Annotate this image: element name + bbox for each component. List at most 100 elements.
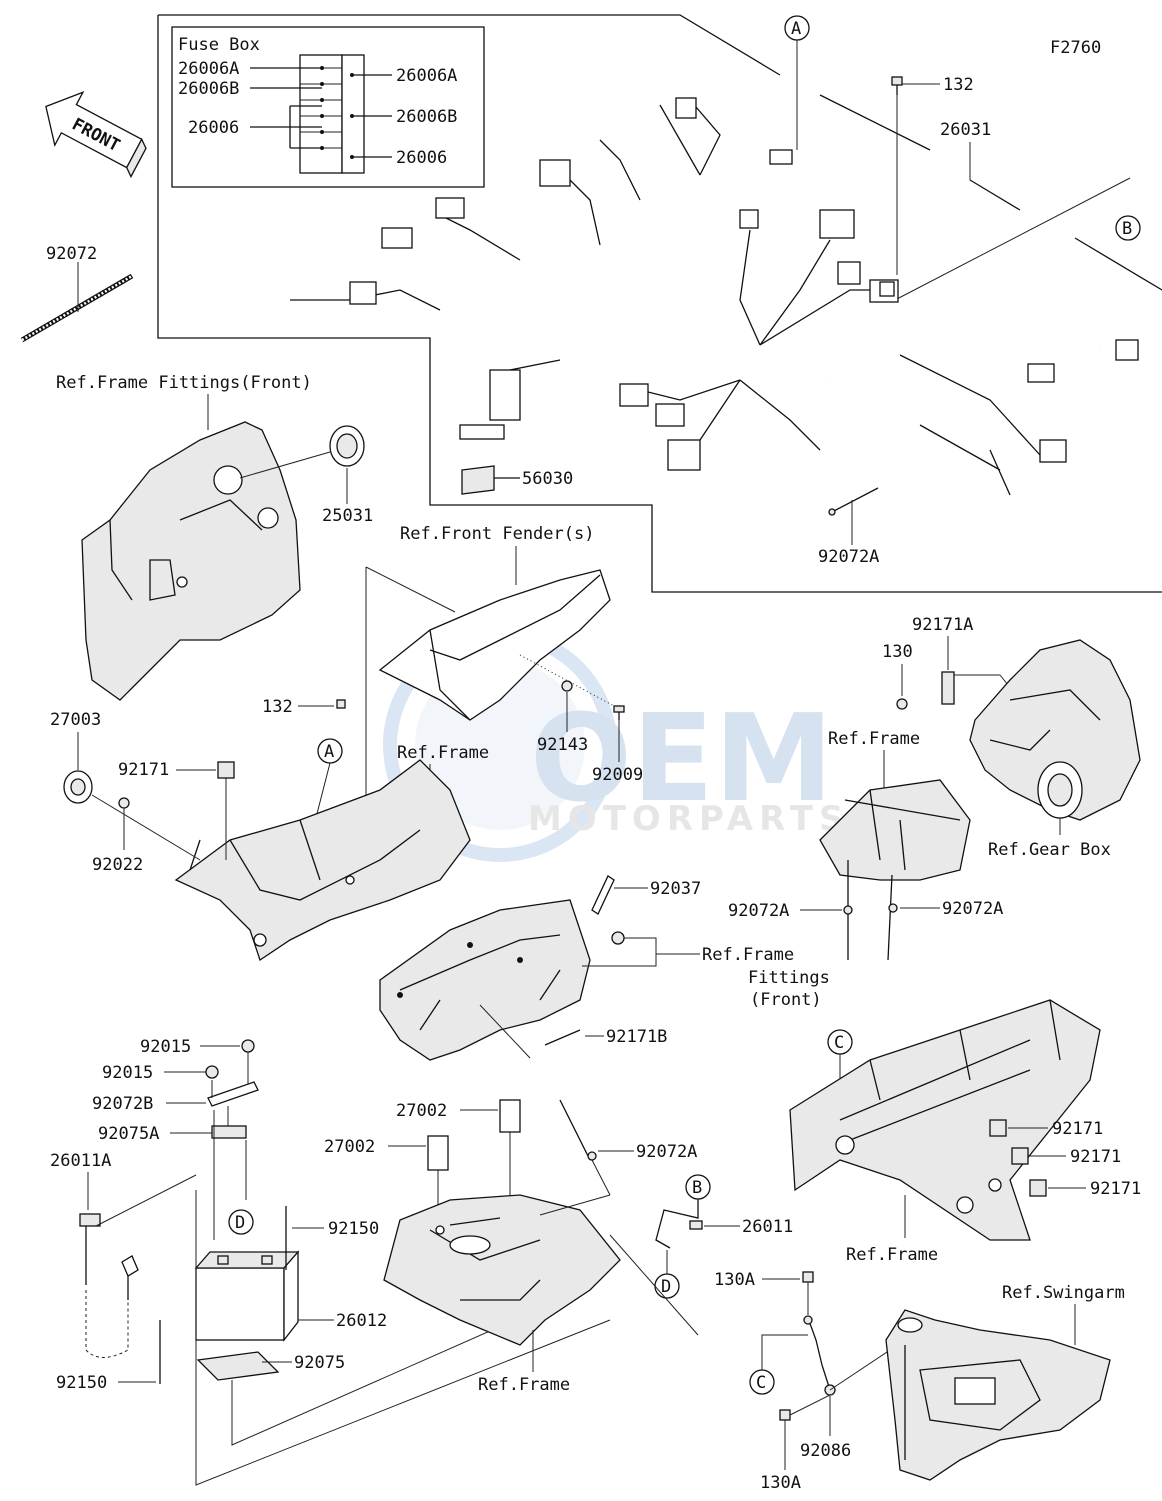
fuse-box-body	[299, 54, 343, 174]
callout-d-left-label: D	[235, 1213, 245, 1233]
label-ref-ff-front-2a: Ref.Frame	[702, 945, 794, 965]
label-92072A-bot: 92072A	[636, 1142, 697, 1162]
label-ref-frame-rear: Ref.Frame	[846, 1245, 938, 1265]
clip-92171A	[941, 671, 955, 705]
fuse-box-frame	[171, 26, 485, 188]
label-92072B: 92072B	[92, 1094, 153, 1114]
frame-fittings-front-lower	[379, 899, 591, 1061]
fuse-box-cover	[341, 54, 365, 174]
label-56030: 56030	[522, 469, 573, 489]
fuse-left-label-3: 26006	[188, 118, 239, 138]
label-92171-r3: 92171	[1090, 1179, 1141, 1199]
callout-b-top-label: B	[1122, 219, 1132, 239]
relay-27002-a	[499, 1099, 521, 1133]
strap-92072B	[207, 1081, 259, 1107]
nut-92015-b	[205, 1065, 219, 1079]
frame-right-bracket	[819, 779, 971, 881]
label-ref-ff-front-2c: (Front)	[750, 990, 822, 1010]
clip-92171-r1	[989, 1119, 1007, 1137]
cable-tie-92072A-top	[831, 487, 879, 513]
label-92150-b: 92150	[56, 1373, 107, 1393]
label-27002-a: 27002	[396, 1101, 447, 1121]
label-92143: 92143	[537, 735, 588, 755]
label-92075: 92075	[294, 1353, 345, 1373]
bolt-132-mid	[336, 699, 346, 709]
ground-lead-92086	[807, 1317, 831, 1391]
figure-code: F2760	[1050, 38, 1101, 58]
callout-a-top-label: A	[791, 19, 801, 39]
harness-group-outline	[157, 14, 1162, 593]
label-ref-front-fenders: Ref.Front Fender(s)	[400, 524, 594, 544]
label-92171-r1: 92171	[1052, 1119, 1103, 1139]
pad-92075A	[211, 1125, 247, 1139]
frame-lower-bracket	[383, 1194, 621, 1346]
label-132-mid: 132	[262, 697, 293, 717]
label-92075A: 92075A	[98, 1124, 159, 1144]
harness-b-line	[894, 177, 1131, 301]
label-92015-b: 92015	[102, 1063, 153, 1083]
cable-tie-92171B	[544, 1029, 581, 1046]
fuse-right-label-1: 26006A	[396, 66, 457, 86]
label-26011A: 26011A	[50, 1151, 111, 1171]
fuse-left-label-2: 26006B	[178, 79, 239, 99]
callout-d-left	[228, 1209, 254, 1235]
callout-c-right-label: C	[834, 1033, 844, 1053]
label-92086: 92086	[800, 1441, 851, 1461]
fuse-box-inset: Fuse Box 26006A 26006B 26006 260	[171, 26, 485, 188]
label-92171B: 92171B	[606, 1027, 667, 1047]
label-25031: 25031	[322, 506, 373, 526]
label-92072A-r1: 92072A	[728, 901, 789, 921]
callout-d-right-label: D	[661, 1277, 671, 1297]
front-arrow-icon: FRONT	[45, 90, 147, 179]
bolt-130A-a	[802, 1271, 814, 1283]
label-92072: 92072	[46, 244, 97, 264]
fuse-left-label-1: 26006A	[178, 59, 239, 79]
nut-92015-a	[241, 1039, 255, 1053]
callout-b-bottom-label: B	[692, 1178, 702, 1198]
frame-fittings-front-panel	[81, 421, 301, 701]
label-ref-swingarm: Ref.Swingarm	[1002, 1283, 1125, 1303]
callout-b-top	[1115, 215, 1141, 241]
swingarm	[885, 1309, 1111, 1481]
label-26012: 26012	[336, 1311, 387, 1331]
frame-mid	[174, 759, 471, 962]
label-ref-frame-bottom: Ref.Frame	[478, 1375, 570, 1395]
label-ref-ff-front-2b: Fittings	[748, 968, 830, 988]
front-fender	[378, 569, 611, 721]
clip-92037	[591, 875, 615, 915]
pad-92075	[196, 1351, 280, 1381]
label-56030-part	[461, 465, 495, 495]
label-92150-a: 92150	[328, 1219, 379, 1239]
label-92072A-r2: 92072A	[942, 899, 1003, 919]
fuse-right-label-3: 26006	[396, 148, 447, 168]
clip-92171-r2	[1011, 1147, 1029, 1165]
bolt-130	[896, 698, 908, 710]
battery-26012	[194, 1250, 300, 1342]
label-92171A: 92171A	[912, 615, 973, 635]
bolt-130A-b	[779, 1409, 791, 1421]
label-ref-frame-fittings-front: Ref.Frame Fittings(Front)	[56, 373, 312, 393]
label-92171-r2: 92171	[1070, 1147, 1121, 1167]
watermark-brand: OEM	[530, 690, 833, 829]
frame-rear	[789, 999, 1101, 1241]
label-26031: 26031	[940, 120, 991, 140]
label-26011: 26011	[742, 1217, 793, 1237]
callout-a-mid-label: A	[324, 742, 334, 762]
label-ref-gear-box: Ref.Gear Box	[988, 840, 1111, 860]
callout-c-bottom-label: C	[756, 1373, 766, 1393]
nut-92022	[118, 797, 130, 809]
label-130A-a: 130A	[714, 1270, 755, 1290]
label-92009: 92009	[592, 765, 643, 785]
clip-92171-left	[217, 761, 235, 779]
fuse-right-label-2: 26006B	[396, 107, 457, 127]
label-92072A-top: 92072A	[818, 547, 879, 567]
lead-26011A	[79, 1213, 139, 1358]
clip-92171-r3	[1029, 1179, 1047, 1197]
label-92171-left: 92171	[118, 760, 169, 780]
label-92022: 92022	[92, 855, 143, 875]
bolt-132-top	[891, 76, 903, 95]
label-27003: 27003	[50, 710, 101, 730]
label-92015-a: 92015	[140, 1037, 191, 1057]
lead-26011	[655, 1199, 699, 1249]
